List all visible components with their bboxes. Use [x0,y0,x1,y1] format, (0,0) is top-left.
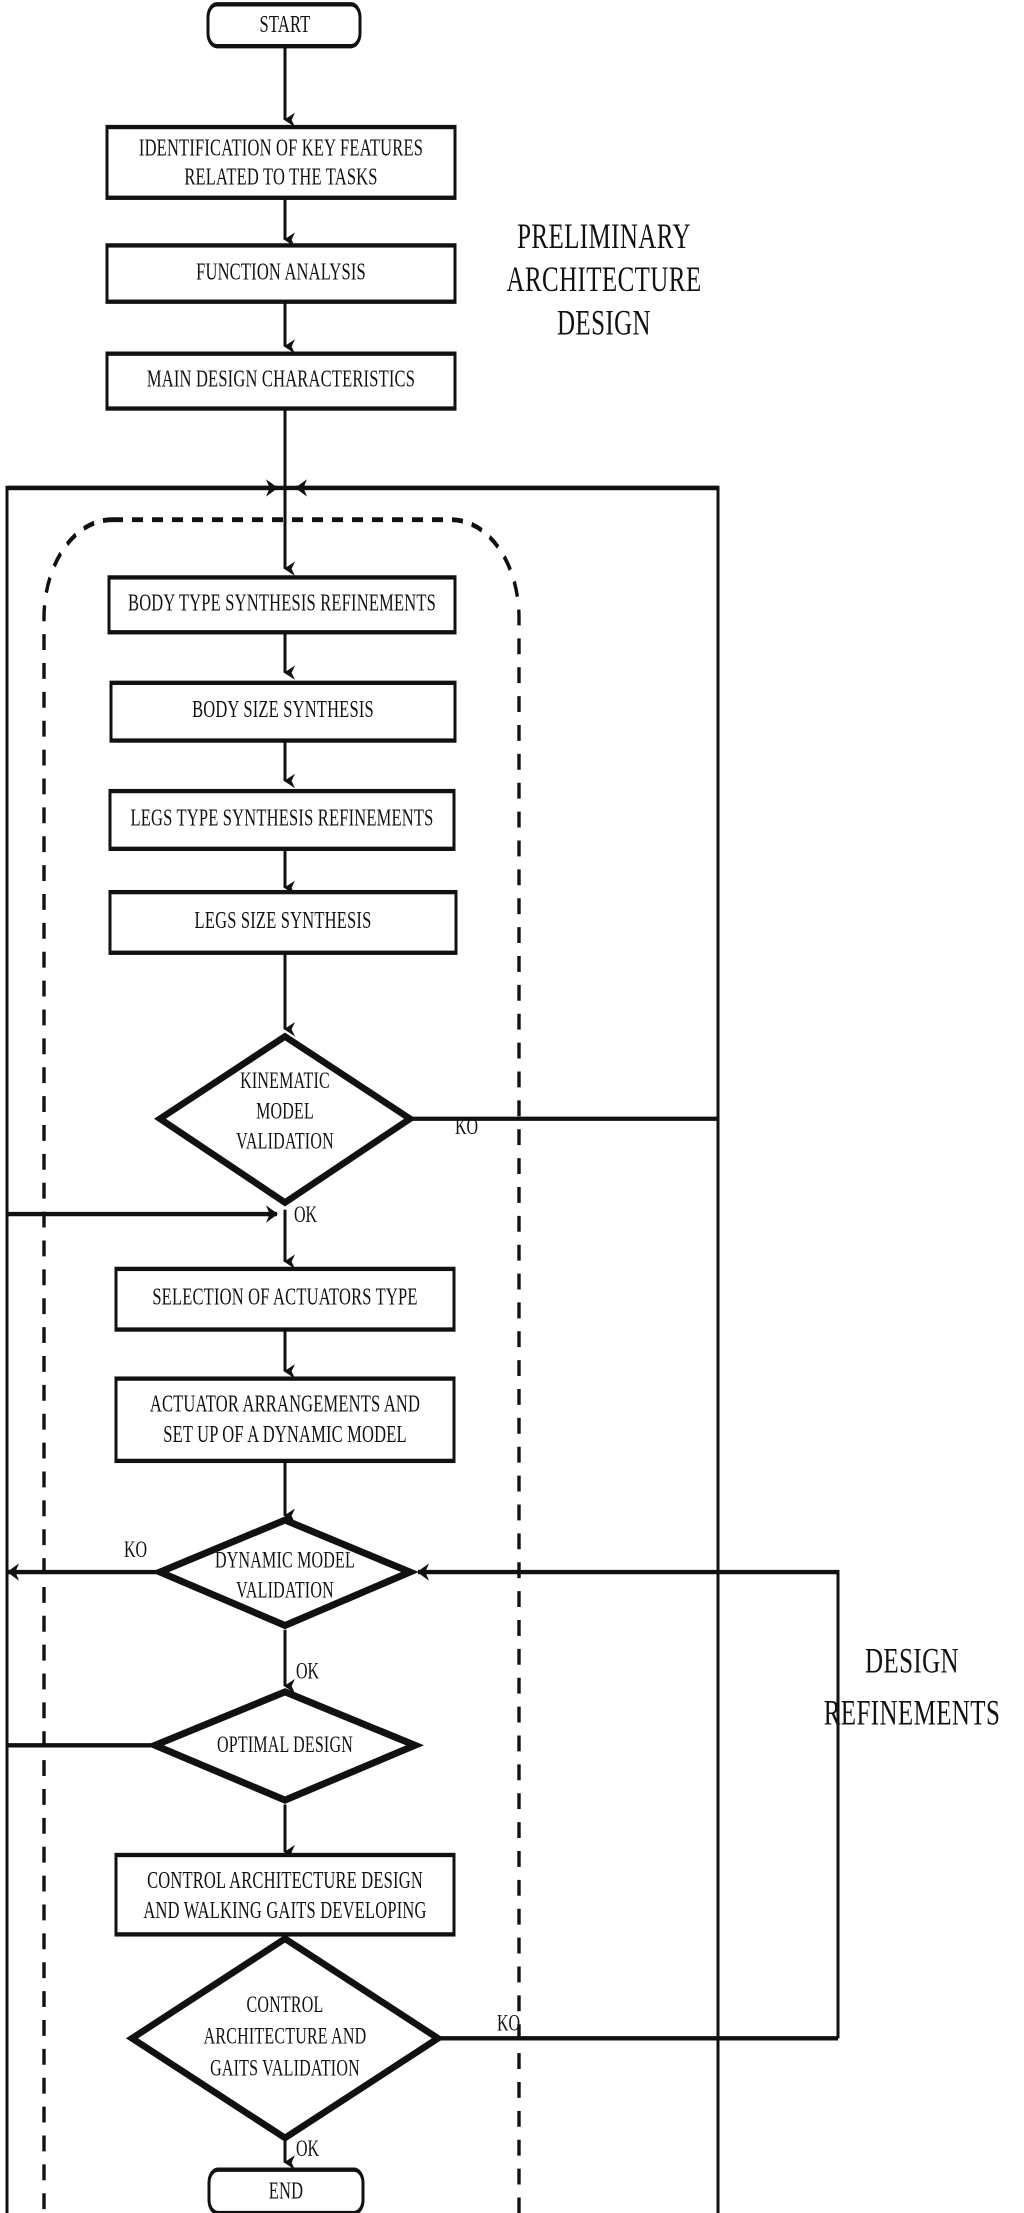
node-actuator-arrangements-line-2: SET UP OF A DYNAMIC MODEL [163,1422,407,1448]
node-control-design-line-1: CONTROL ARCHITECTURE DESIGN [147,1868,423,1894]
section-label-preliminary-line-1: PRELIMINARY [517,215,691,256]
node-kinematic-validation-shape [154,1032,416,1207]
section-label-preliminary: PRELIMINARY ARCHITECTURE DESIGN [507,215,702,342]
node-optimal-design-label: OPTIMAL DESIGN [217,1732,353,1758]
node-kinematic-validation-line-2: MODEL [256,1099,314,1125]
edge-control-ko-return-to-dynamic [417,1563,840,2039]
node-actuators-type-label: SELECTION OF ACTUATORS TYPE [152,1285,417,1311]
edge-label-dynamic-ok: OK [296,1659,320,1685]
node-dynamic-validation-shape [151,1516,419,1630]
node-control-validation-line-1: CONTROL [247,1992,324,2018]
node-dynamic-validation-line-2: VALIDATION [236,1578,334,1604]
node-legs-size[interactable]: LEGS SIZE SYNTHESIS [108,889,458,955]
node-body-size-shape [109,680,457,743]
node-control-validation-line-3: GAITS VALIDATION [210,2056,360,2082]
node-control-design-shape [114,1852,456,1937]
node-control-validation-line-2: ARCHITECTURE AND [204,2024,367,2050]
node-end-label: END [269,2178,303,2204]
node-kinematic-validation-line-3: VALIDATION [236,1129,334,1155]
node-body-size-label: BODY SIZE SYNTHESIS [192,697,374,723]
node-kinematic-validation-line-1: KINEMATIC [240,1068,330,1094]
edge-label-control-ko: KO [497,2011,520,2037]
node-identification-line-1: IDENTIFICATION OF KEY FEATURES [139,136,423,162]
node-actuator-arrangements-shape [114,1376,456,1464]
node-main-design-label: MAIN DESIGN CHARACTERISTICS [147,367,415,393]
node-control-validation-shape [125,1934,445,2142]
node-legs-size-label: LEGS SIZE SYNTHESIS [195,908,372,934]
node-actuator-arrangements-line-1: ACTUATOR ARRANGEMENTS AND [150,1392,420,1418]
node-legs-type-label: LEGS TYPE SYNTHESIS REFINEMENTS [130,806,433,832]
node-control-design-line-2: AND WALKING GAITS DEVELOPING [143,1898,426,1924]
node-control-design[interactable]: CONTROL ARCHITECTURE DESIGN AND WALKING … [114,1852,456,1937]
node-body-type-shape [107,575,457,635]
node-end[interactable]: END [207,2167,365,2213]
node-kinematic-validation[interactable]: KINEMATIC MODEL VALIDATION [154,1032,416,1207]
node-actuator-arrangements[interactable]: ACTUATOR ARRANGEMENTS AND SET UP OF A DY… [114,1376,456,1464]
node-end-shape [207,2167,365,2213]
design-refinements-dashed-frame [42,517,521,2213]
node-function-analysis-shape [105,243,457,304]
node-main-design-shape [105,351,457,411]
node-legs-type[interactable]: LEGS TYPE SYNTHESIS REFINEMENTS [108,788,456,851]
node-body-type[interactable]: BODY TYPE SYNTHESIS REFINEMENTS [107,575,457,635]
node-dynamic-validation[interactable]: DYNAMIC MODEL VALIDATION [151,1516,419,1630]
node-actuators-type[interactable]: SELECTION OF ACTUATORS TYPE [114,1266,456,1332]
node-body-type-label: BODY TYPE SYNTHESIS REFINEMENTS [128,591,436,617]
edge-label-kinematic-ko: KO [455,1114,478,1140]
node-function-analysis[interactable]: FUNCTION ANALYSIS [105,243,457,304]
node-identification-shape [105,124,457,200]
node-body-size[interactable]: BODY SIZE SYNTHESIS [109,680,457,743]
node-start[interactable]: START [206,2,362,49]
node-optimal-design[interactable]: OPTIMAL DESIGN [145,1688,425,1804]
section-label-preliminary-line-3: DESIGN [557,302,651,343]
edge-label-dynamic-ko: KO [124,1537,147,1563]
section-label-refinements-line-1: DESIGN [865,1640,959,1681]
node-identification-line-2: RELATED TO THE TASKS [184,165,377,191]
node-start-label: START [260,12,311,38]
design-refinements-outer-frame [5,485,720,2213]
node-control-validation[interactable]: CONTROL ARCHITECTURE AND GAITS VALIDATIO… [125,1934,445,2142]
node-main-design[interactable]: MAIN DESIGN CHARACTERISTICS [105,351,457,411]
section-label-preliminary-line-2: ARCHITECTURE [507,259,702,300]
node-optimal-design-shape [145,1688,425,1804]
node-identification[interactable]: IDENTIFICATION OF KEY FEATURES RELATED T… [105,124,457,200]
section-label-refinements-line-2: REFINEMENTS [824,1692,1001,1733]
section-label-design-refinements: DESIGN REFINEMENTS [824,1640,1001,1733]
node-function-analysis-label: FUNCTION ANALYSIS [196,260,366,286]
edge-label-kinematic-ok: OK [294,1202,318,1228]
node-dynamic-validation-line-1: DYNAMIC MODEL [215,1547,355,1573]
node-legs-type-shape [108,788,456,851]
node-legs-size-shape [108,889,458,955]
edge-label-control-ok: OK [296,2136,320,2162]
node-start-shape [206,2,362,49]
node-actuators-type-shape [114,1266,456,1332]
